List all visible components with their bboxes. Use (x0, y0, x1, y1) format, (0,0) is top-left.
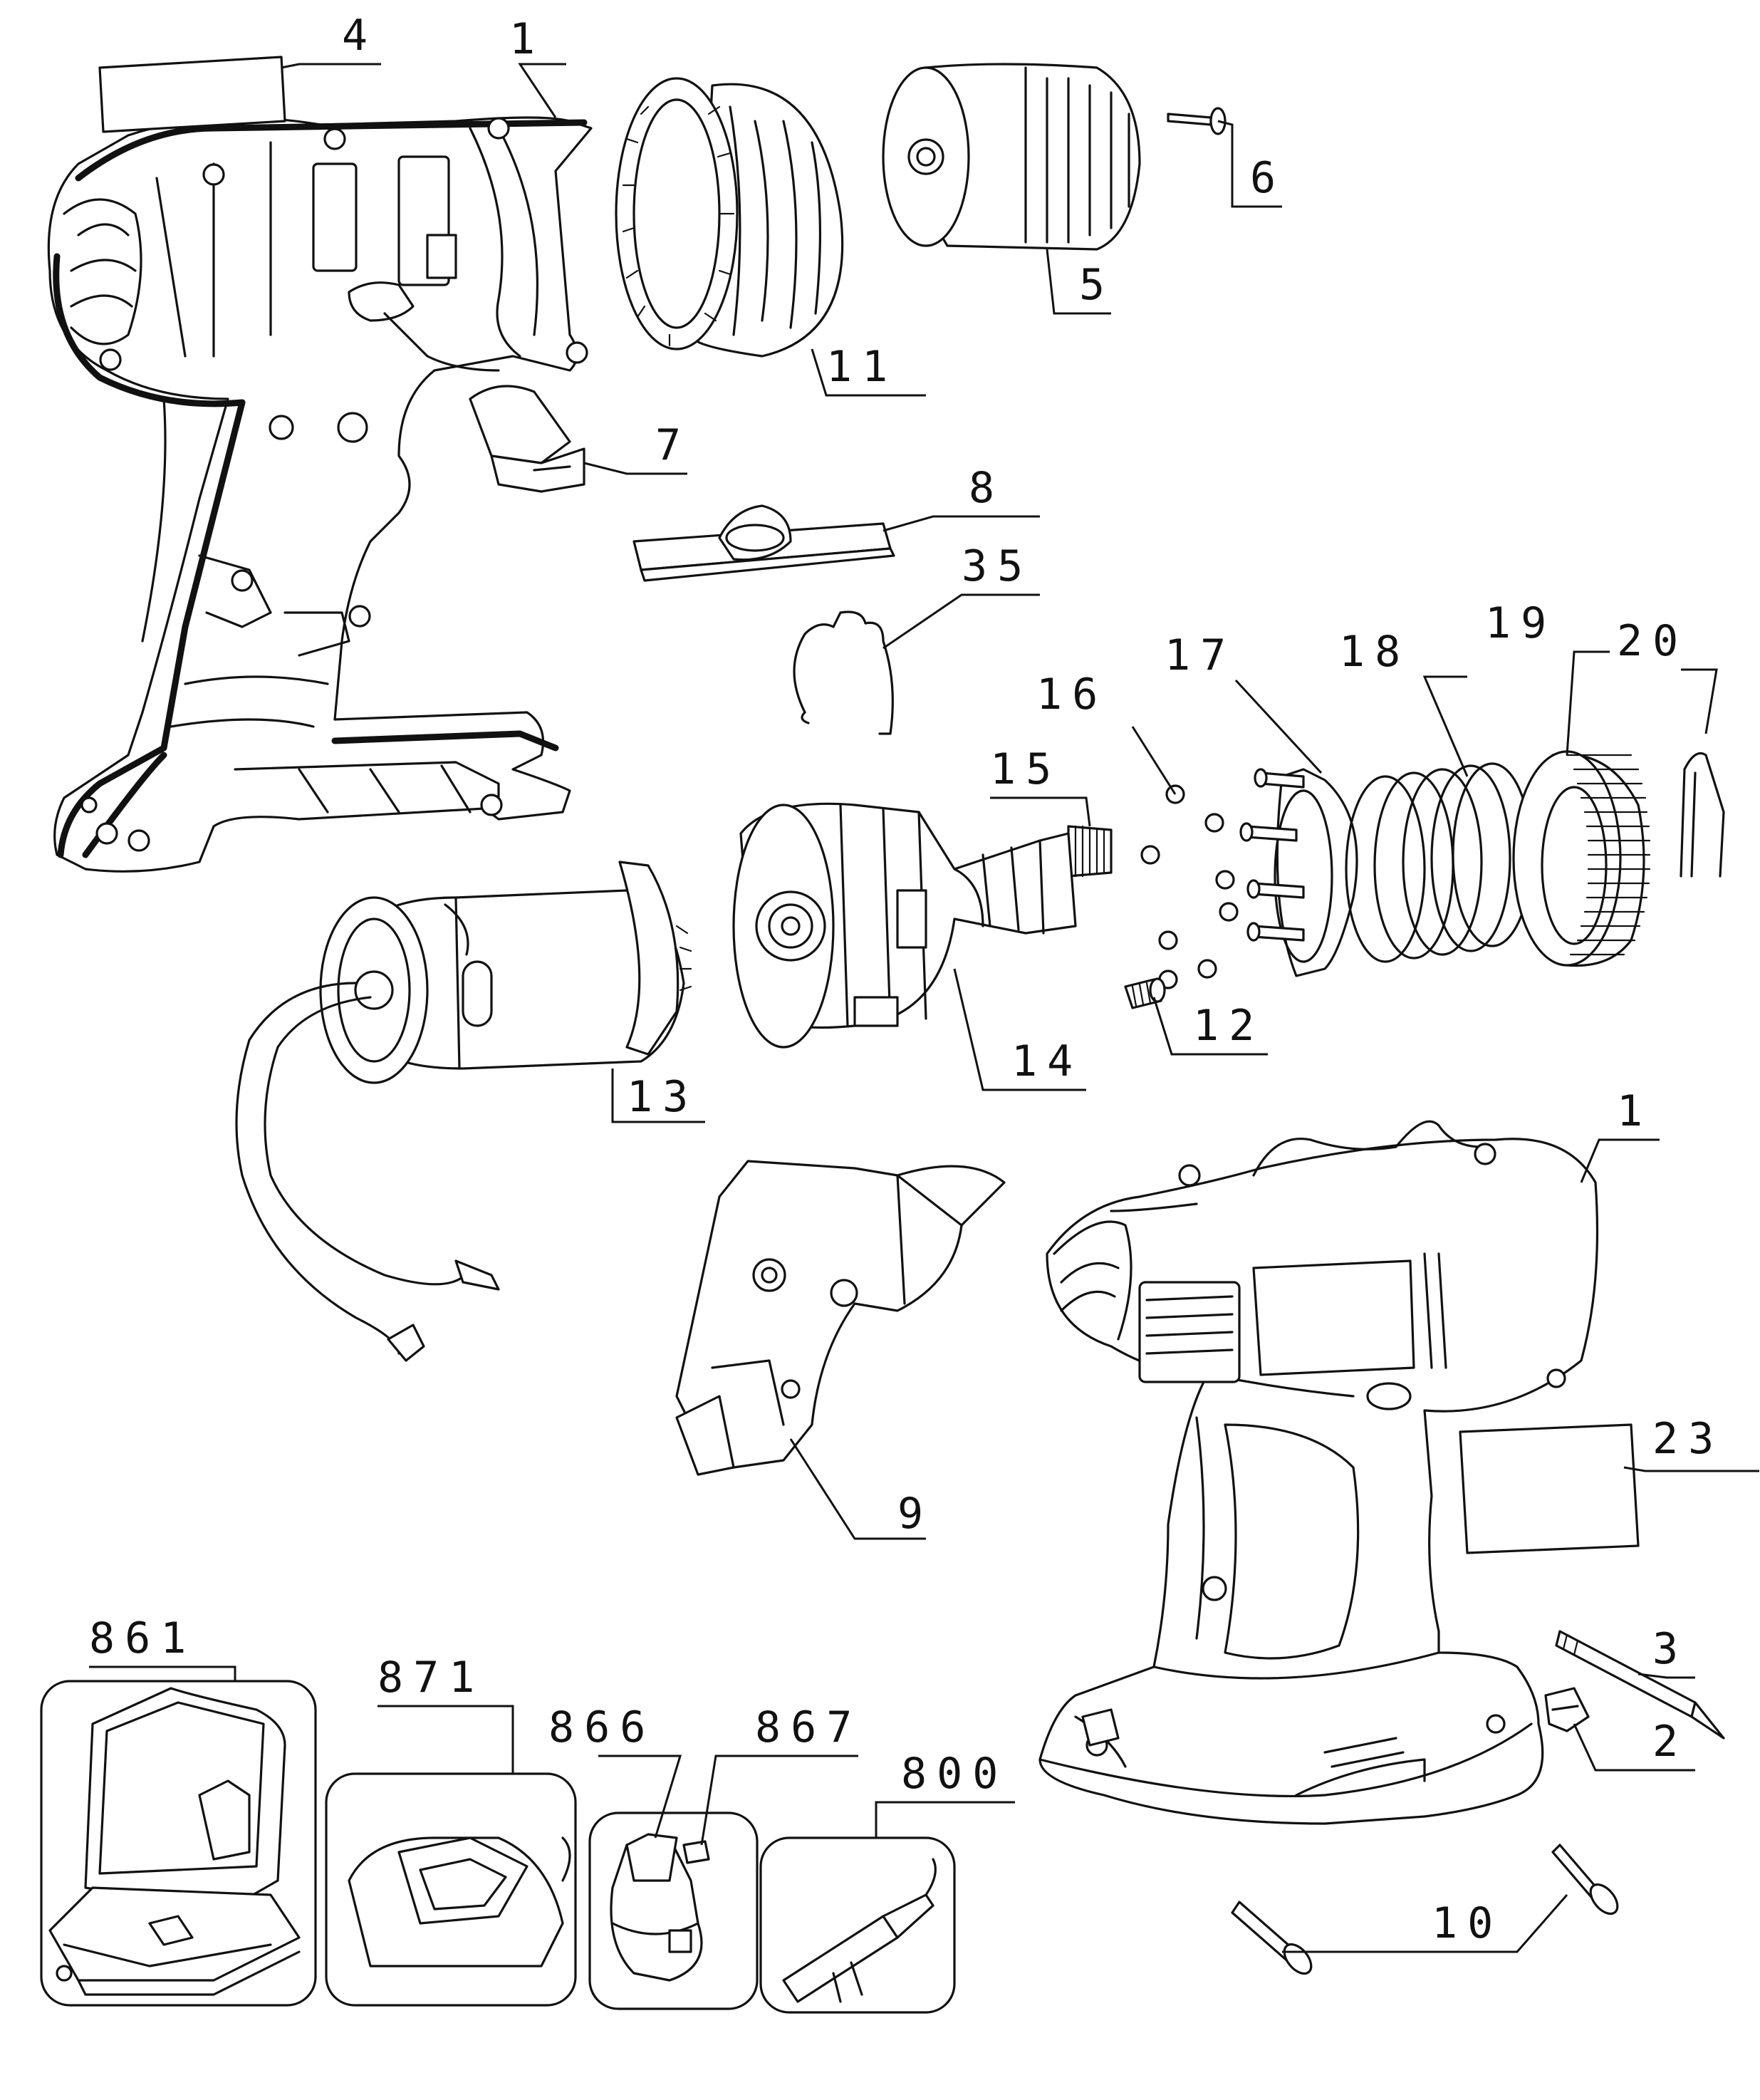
spindle-part-15 (1067, 825, 1113, 878)
callout-7: 7 (655, 420, 691, 470)
callout-11: 11 (826, 342, 897, 392)
callout-6: 6 (1250, 153, 1286, 203)
clutch-spring-part-18 (1345, 762, 1533, 963)
slider-plate-part-8 (632, 504, 895, 582)
screw-part-6 (1167, 107, 1227, 135)
callout-19: 19 (1485, 598, 1556, 648)
callout-20: 20 (1617, 616, 1688, 666)
callout-numbers: 4 1 6 5 11 7 8 35 16 17 18 19 20 15 12 1… (89, 11, 1724, 1948)
label-part-23 (1459, 1423, 1640, 1554)
callout-14: 14 (1011, 1036, 1083, 1086)
callout-13: 13 (627, 1072, 698, 1122)
right-housing-half (1038, 1120, 1599, 1825)
carrying-case-part-861 (40, 1680, 317, 2007)
screw-part-12 (1124, 977, 1166, 1009)
callout-8: 8 (969, 463, 1004, 513)
callout-10: 10 (1432, 1898, 1503, 1948)
adjusting-ring-part-19 (1512, 750, 1651, 967)
callout-3: 3 (1652, 1624, 1688, 1674)
left-housing-half (47, 116, 593, 873)
callout-16: 16 (1036, 670, 1108, 719)
motor-part-13 (235, 861, 692, 1362)
battery-pack-part-866 (588, 1811, 759, 2010)
bit-holder-part-2 (1544, 1687, 1590, 1732)
screws-part-10 (1231, 1844, 1619, 1975)
callout-4: 4 (342, 11, 377, 61)
callout-35: 35 (962, 541, 1033, 591)
trigger-switch-part-9 (675, 1160, 1006, 1476)
screwdriver-bit-part-3 (1555, 1630, 1725, 1740)
callout-9: 9 (897, 1489, 933, 1539)
callout-17: 17 (1165, 630, 1236, 680)
battery-cap-part-867 (682, 1840, 710, 1864)
callout-867: 867 (755, 1703, 862, 1752)
spring-clip-part-35 (793, 610, 894, 735)
callout-1-top: 1 (509, 14, 545, 64)
clutch-ring-part-11 (615, 77, 844, 358)
callout-5: 5 (1079, 260, 1115, 310)
callout-861: 861 (89, 1613, 196, 1663)
flashlight-part-800 (759, 1836, 956, 2014)
label-part-4 (98, 56, 286, 133)
speed-switch-part-7 (469, 385, 585, 493)
callout-866: 866 (548, 1703, 655, 1752)
chuck-part-5 (882, 63, 1141, 251)
callout-18: 18 (1339, 627, 1410, 677)
charger-part-871 (325, 1772, 577, 2007)
callout-2: 2 (1652, 1717, 1688, 1767)
steel-balls-part-16 (1140, 784, 1239, 989)
wire-clip-part-20 (1680, 752, 1725, 878)
callout-15: 15 (990, 744, 1061, 794)
leader-lines (89, 63, 1759, 1953)
callout-800: 800 (901, 1749, 1008, 1799)
clutch-plate-part-17 (1239, 768, 1358, 977)
gearbox-part-14 (732, 802, 1077, 1049)
callout-871: 871 (377, 1653, 484, 1703)
callout-12: 12 (1193, 1001, 1264, 1051)
callout-23: 23 (1652, 1414, 1724, 1464)
callout-1-bottom: 1 (1617, 1086, 1652, 1136)
